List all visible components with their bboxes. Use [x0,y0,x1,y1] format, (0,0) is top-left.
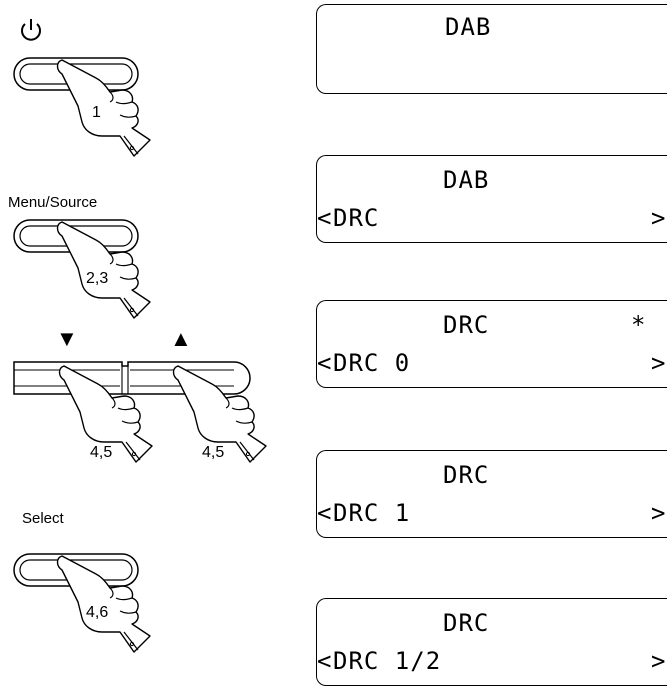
lcd-line1: DAB [443,166,490,194]
lcd-right-arrow: > [651,647,667,675]
lcd-left-arrow: < [317,499,333,527]
lcd-display-4: DRC < DRC 1 > [316,450,667,538]
power-icon [21,19,41,41]
lcd-line2: DRC 1 [333,499,411,527]
select-label: Select [22,510,64,527]
lcd-right-arrow: > [651,349,667,377]
up-down-button-group[interactable]: 4,5 4,5 [12,360,302,500]
menu-source-label: Menu/Source [8,194,98,211]
lcd-selected-marker: * [631,311,647,339]
step-number-menu: 2,3 [86,270,109,287]
lcd-left-arrow: < [317,204,333,232]
lcd-line1: DAB [445,13,492,41]
lcd-line2: DRC 1/2 [333,647,442,675]
step-number-up: 4,5 [202,444,225,461]
select-button[interactable] [12,552,172,653]
step-number-power: 1 [92,104,101,121]
up-arrow-icon: ▲ [170,326,192,351]
lcd-line2: DRC 0 [333,349,411,377]
select-button-group[interactable]: 4,6 [12,552,172,653]
menu-source-button-group[interactable]: 2,3 [12,218,172,319]
lcd-left-arrow: < [317,647,333,675]
lcd-display-2: DAB < DRC > [316,155,667,243]
lcd-right-arrow: > [651,204,667,232]
down-arrow-icon: ▼ [56,326,78,351]
lcd-display-3: DRC * < DRC 0 > [316,300,667,388]
power-button-group[interactable]: 1 [12,56,172,157]
lcd-right-arrow: > [651,499,667,527]
step-number-down: 4,5 [90,444,113,461]
power-button[interactable] [12,56,172,157]
lcd-line1: DRC [443,609,490,637]
lcd-line2: DRC [333,204,380,232]
lcd-display-1: DAB [316,4,667,94]
menu-source-button[interactable] [12,218,172,319]
step-number-select: 4,6 [86,604,109,621]
lcd-line1: DRC [443,461,490,489]
lcd-left-arrow: < [317,349,333,377]
lcd-line1: DRC [443,311,490,339]
lcd-display-5: DRC < DRC 1/2 > [316,598,667,686]
